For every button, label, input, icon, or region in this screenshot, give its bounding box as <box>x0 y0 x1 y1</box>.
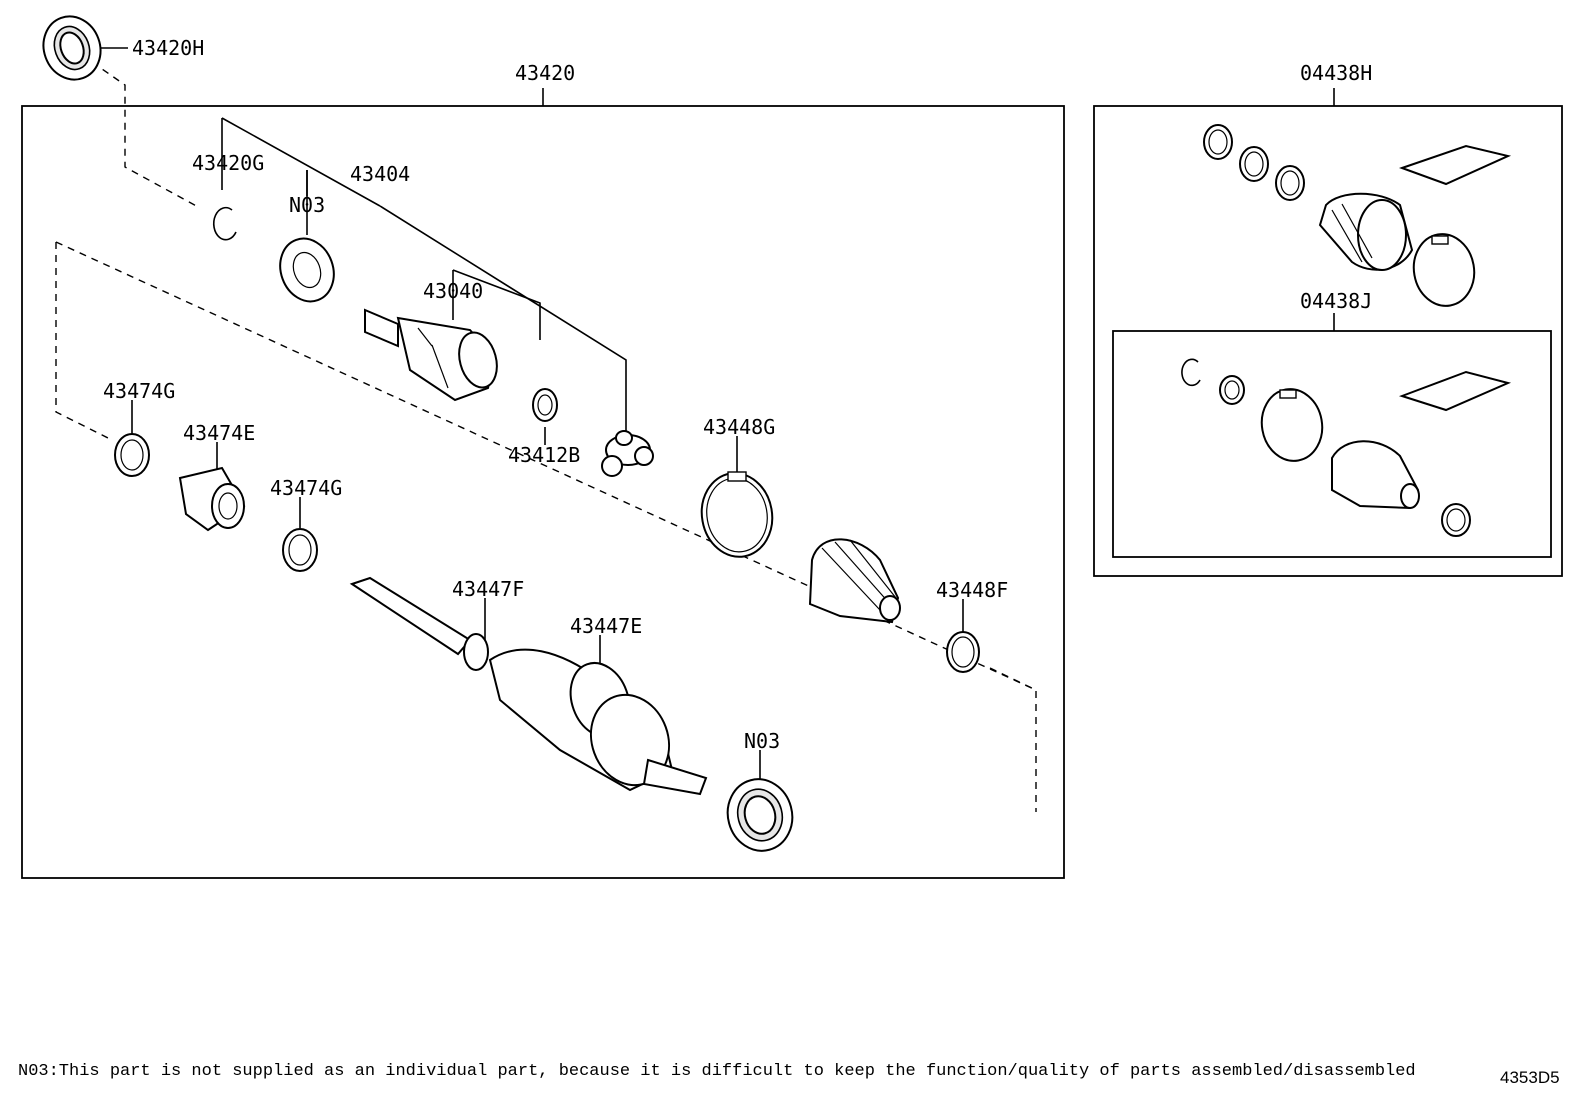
label-43474G-right: 43474G <box>270 476 342 500</box>
snap-ring-43420G <box>212 206 237 241</box>
label-43448G: 43448G <box>703 415 775 439</box>
dashed-group-boundary <box>55 242 113 441</box>
inboard-joint-housing-43040 <box>364 308 498 402</box>
kit-frame-04438H <box>1093 105 1563 577</box>
label-43474G-left: 43474G <box>103 379 175 403</box>
ring-43474G-right <box>282 528 318 572</box>
tripod-joint <box>601 430 654 477</box>
seal-N03-bottom <box>726 778 794 852</box>
inboard-boot <box>808 538 901 624</box>
label-43040: 43040 <box>423 279 483 303</box>
label-04438J: 04438J <box>1300 289 1372 313</box>
dashed-seal-link <box>91 61 201 209</box>
ring-43474G-left <box>114 433 150 477</box>
label-43420H: 43420H <box>132 36 204 60</box>
label-43447F: 43447F <box>452 577 524 601</box>
label-43404: 43404 <box>350 162 410 186</box>
kit-04438H-parts <box>1203 124 1512 307</box>
label-43420G: 43420G <box>192 151 264 175</box>
label-N03-top: N03 <box>289 193 325 217</box>
oil-seal-43420H <box>42 15 102 81</box>
label-04438H: 04438H <box>1300 61 1372 85</box>
kit-frame-04438J <box>1112 330 1552 558</box>
label-N03-bottom: N03 <box>744 729 780 753</box>
washer-N03-top <box>279 237 335 303</box>
label-43474E: 43474E <box>183 421 255 445</box>
circlip-43412B <box>532 388 558 422</box>
boot-clamp-43448F <box>946 631 980 673</box>
kit-04438J-parts <box>1181 358 1512 537</box>
footnote-n03: N03:This part is not supplied as an indi… <box>18 1062 1416 1081</box>
outboard-joint-shaft-assembly <box>349 576 708 796</box>
label-43447E: 43447E <box>570 614 642 638</box>
diagram-code: 4353D5 <box>1500 1068 1560 1087</box>
label-43420: 43420 <box>515 61 575 85</box>
label-43412B: 43412B <box>508 443 580 467</box>
boot-clamp-43448G <box>700 471 774 558</box>
label-43448F: 43448F <box>936 578 1008 602</box>
dynamic-damper-43474E <box>178 466 246 532</box>
assembly-frame-43420 <box>21 105 1065 879</box>
